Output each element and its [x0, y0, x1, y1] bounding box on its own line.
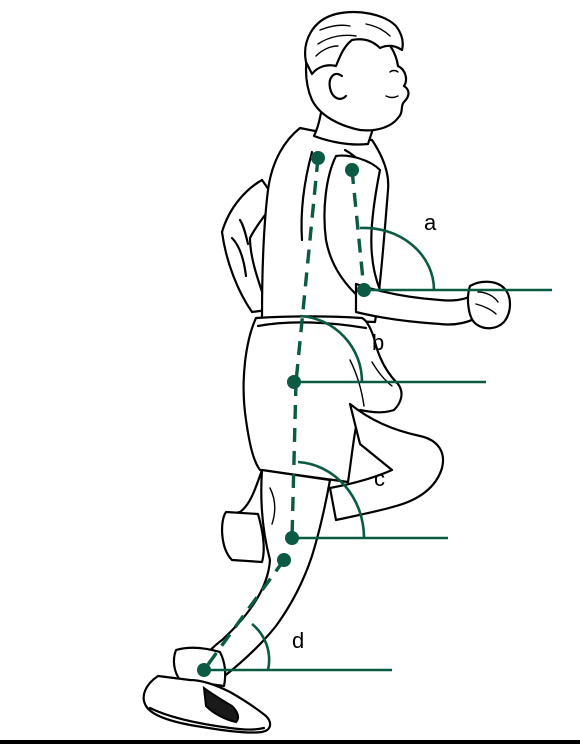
support-leg	[198, 470, 330, 678]
elbow-joint-marker	[357, 283, 371, 297]
runner-illustration	[144, 12, 510, 732]
shoulder-joint-marker	[311, 151, 325, 165]
angle-label-a: a	[424, 210, 437, 235]
shoulder-front-joint-marker	[345, 163, 359, 177]
shin-joint-marker	[277, 553, 291, 567]
angle-label-d: d	[292, 628, 304, 653]
ankle-joint-marker	[197, 663, 211, 677]
back-shoe	[222, 512, 264, 562]
knee-joint-marker	[285, 531, 299, 545]
hip-joint-marker	[287, 375, 301, 389]
angle-label-b: b	[372, 330, 384, 355]
angle-label-c: c	[374, 466, 385, 491]
